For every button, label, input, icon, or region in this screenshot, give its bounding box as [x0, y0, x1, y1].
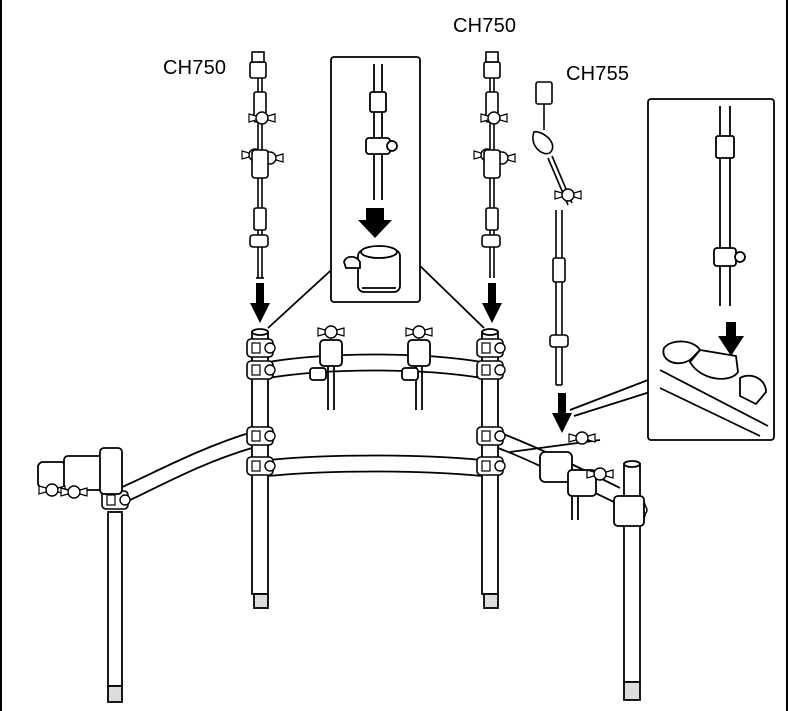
cymbal-arm-right — [532, 81, 582, 386]
callout-right — [569, 98, 775, 441]
callout-center — [267, 56, 485, 329]
insert-arrows — [250, 283, 572, 433]
rack-frame — [37, 325, 648, 703]
cymbal-arm-center — [473, 51, 516, 278]
label-right-arm: CH755 — [566, 63, 630, 85]
label-left-arm: CH750 — [163, 57, 227, 79]
label-center-arm: CH750 — [453, 15, 517, 37]
cymbal-arm-left — [241, 51, 284, 279]
